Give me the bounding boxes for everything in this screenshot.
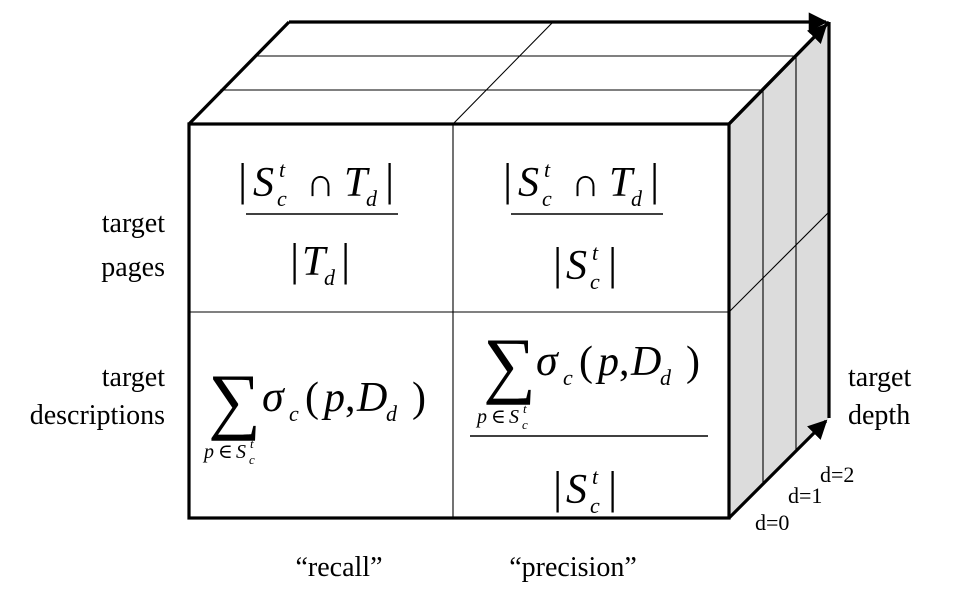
sub-c: c — [542, 186, 552, 211]
sigma-symbol: σ — [536, 336, 560, 385]
sub-c: c — [563, 365, 573, 390]
cube-side-grid — [728, 56, 830, 484]
close-paren: ) — [412, 375, 426, 421]
in-symbol: ∈ — [218, 441, 233, 463]
sub-c: c — [590, 493, 600, 518]
set-T: T — [344, 160, 370, 206]
row-label-target-descriptions: target descriptions — [30, 362, 166, 431]
cap-symbol: ∩ — [571, 160, 600, 205]
abs-bar: | — [341, 234, 350, 285]
open-paren: ( — [305, 375, 319, 421]
formula-recall-pages: | S t c ∩ T d | | T d | — [238, 154, 398, 290]
depth-tick-d1: d=1 — [788, 483, 822, 508]
open-paren: ( — [579, 339, 593, 385]
set-T: T — [609, 160, 635, 206]
abs-bar: | — [290, 234, 299, 285]
comma: , — [345, 375, 356, 421]
sub-c: c — [249, 452, 255, 467]
sub-c: c — [590, 269, 600, 294]
sup-t: t — [523, 401, 527, 416]
depth-label: target depth — [848, 362, 911, 431]
cube-front-grid — [189, 124, 729, 518]
var-p: p — [202, 441, 214, 463]
sub-c: c — [277, 186, 287, 211]
set-S: S — [236, 441, 246, 463]
column-label-precision: “precision” — [509, 552, 637, 583]
var-p: p — [595, 339, 619, 385]
row-label-bottom-line1: target — [102, 362, 165, 393]
sigma-symbol: σ — [262, 372, 286, 421]
set-S: S — [509, 406, 519, 428]
sub-c: c — [289, 401, 299, 426]
formula-precision-pages: | S t c ∩ T d | | S t c | — [503, 154, 663, 294]
row-label-bottom-line2: descriptions — [30, 400, 165, 431]
sub-d: d — [660, 365, 672, 390]
set-S: S — [518, 160, 539, 206]
row-label-top-line2: pages — [101, 252, 165, 283]
abs-bar: | — [503, 154, 512, 205]
formula-recall-descriptions: ∑ σ c ( p , D d ) p ∈ S t c — [202, 360, 426, 467]
depth-label-line1: target — [848, 362, 911, 393]
column-label-recall: “recall” — [295, 552, 382, 583]
sub-d: d — [366, 186, 378, 211]
sub-d: d — [631, 186, 643, 211]
sup-t: t — [592, 240, 599, 265]
close-paren: ) — [686, 339, 700, 385]
sub-c: c — [522, 417, 528, 432]
row-label-top-line1: target — [102, 208, 165, 239]
abs-bar: | — [553, 238, 562, 289]
abs-bar: | — [608, 238, 617, 289]
comma: , — [619, 339, 630, 385]
set-D: D — [356, 375, 387, 421]
abs-bar: | — [650, 154, 659, 205]
var-p: p — [321, 375, 345, 421]
set-S: S — [566, 467, 587, 513]
cube-outline — [187, 12, 831, 520]
sub-d: d — [386, 401, 398, 426]
depth-tick-d0: d=0 — [755, 510, 789, 535]
formula-precision-descriptions: ∑ σ c ( p , D d ) p ∈ S t c | S t c | — [470, 324, 708, 518]
row-label-target-pages: target pages — [101, 208, 165, 283]
sup-t: t — [250, 436, 254, 451]
set-T: T — [302, 239, 328, 285]
set-D: D — [630, 339, 661, 385]
set-S: S — [253, 160, 274, 206]
abs-bar: | — [553, 462, 562, 513]
sup-t: t — [544, 157, 551, 182]
cube-top-grid — [220, 21, 796, 125]
var-p: p — [475, 406, 487, 428]
depth-tick-d2: d=2 — [820, 462, 854, 487]
sum-symbol: ∑ — [483, 324, 536, 406]
abs-bar: | — [385, 154, 394, 205]
abs-bar: | — [608, 462, 617, 513]
in-symbol: ∈ — [491, 406, 506, 428]
sub-d: d — [324, 265, 336, 290]
abs-bar: | — [238, 154, 247, 205]
sup-t: t — [592, 464, 599, 489]
sum-symbol: ∑ — [208, 360, 261, 442]
cube-side-face — [729, 22, 829, 518]
depth-label-line2: depth — [848, 400, 910, 431]
cap-symbol: ∩ — [306, 160, 335, 205]
sup-t: t — [279, 157, 286, 182]
set-S: S — [566, 243, 587, 289]
